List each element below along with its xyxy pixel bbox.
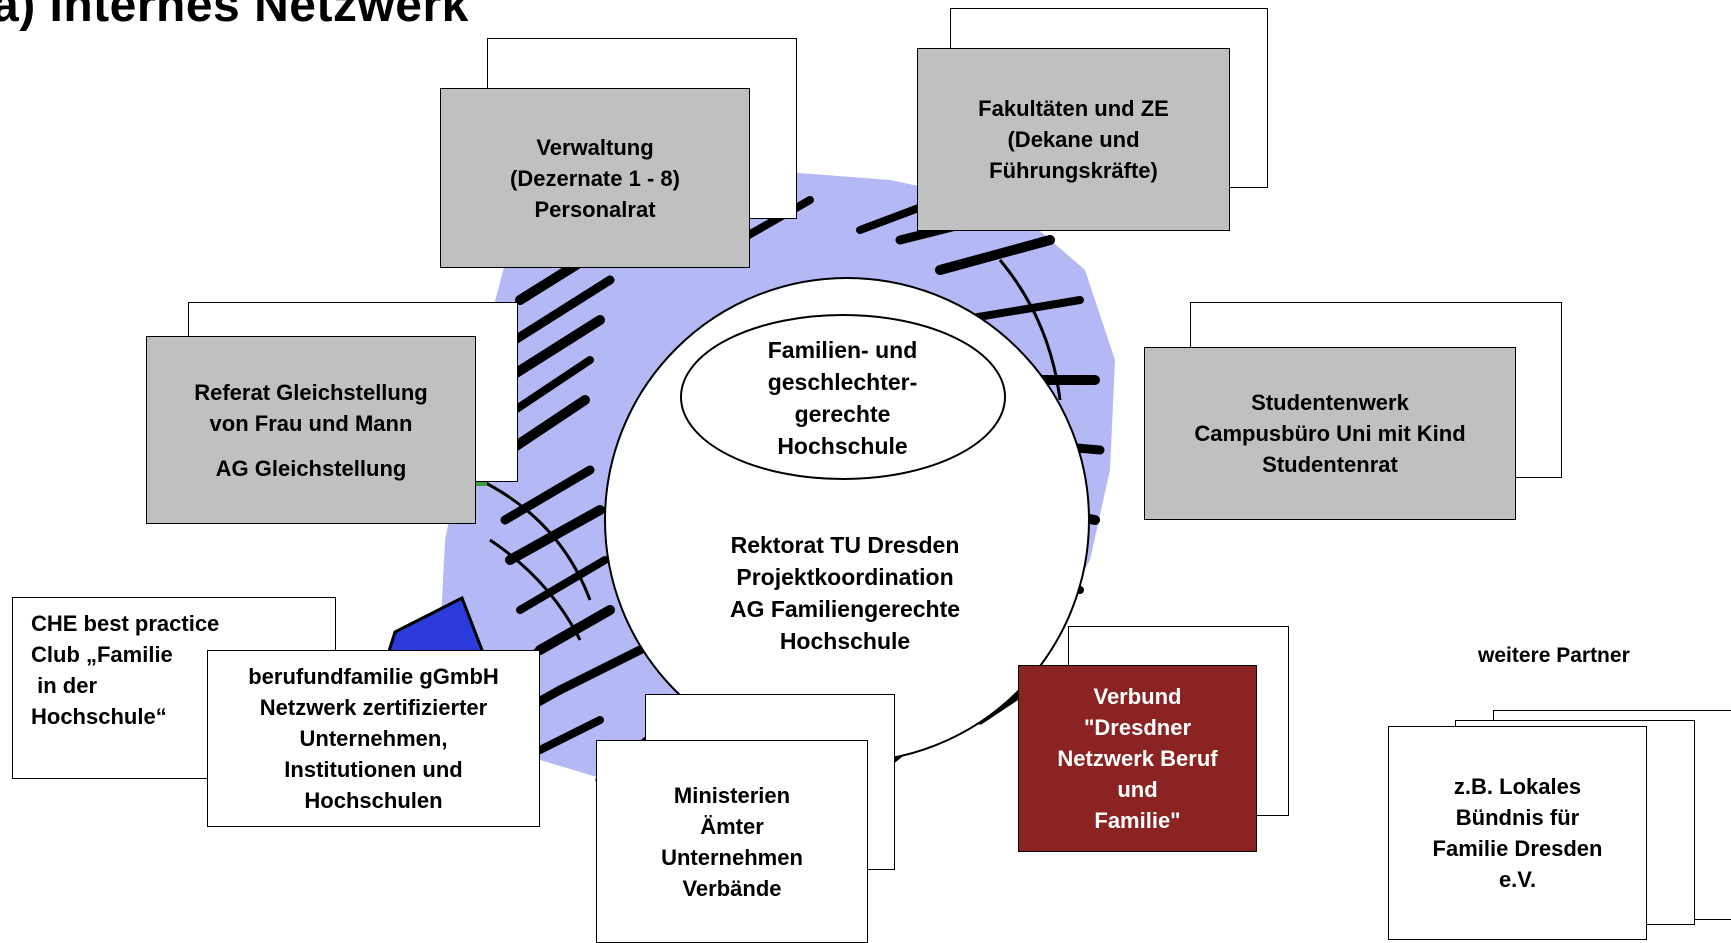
verbund-line: Familie" [1094, 808, 1181, 833]
che-line: in der [31, 673, 98, 698]
center-ellipse-label: Familien- und geschlechter- gerechte Hoc… [690, 330, 995, 465]
referat-box: Referat Gleichstellung von Frau und Mann… [146, 336, 476, 524]
che-line: CHE best practice [31, 611, 220, 636]
weitere-partner-label: weitere Partner [1478, 644, 1630, 667]
ministerien-line: Verbände [682, 875, 782, 901]
che-line: Club „Familie [31, 642, 173, 667]
center-ellipse-line: Hochschule [777, 432, 908, 459]
studentenwerk-line: Campusbüro Uni mit Kind [1194, 421, 1466, 446]
center-rektorat-label: Rektorat TU Dresden Projektkoordination … [690, 528, 1000, 658]
verbund-line: "Dresdner [1083, 715, 1192, 740]
lokales-line: z.B. Lokales [1453, 774, 1582, 799]
berufundfamilie-line: Institutionen und [284, 757, 463, 782]
referat-line: von Frau und Mann [209, 410, 413, 436]
studentenwerk-line: Studentenwerk [1251, 390, 1409, 415]
fakultaeten-line: Führungskräfte) [989, 158, 1158, 183]
rektorat-line: Rektorat TU Dresden [730, 532, 960, 558]
studentenwerk-box: Studentenwerk Campusbüro Uni mit Kind St… [1144, 347, 1516, 520]
verbund-line: und [1117, 777, 1158, 802]
berufundfamilie-line: berufundfamilie gGmbH [248, 664, 499, 689]
referat-line: Referat Gleichstellung [194, 379, 428, 405]
fakultaeten-line: Fakultäten und ZE [978, 96, 1169, 121]
lokales-line: Bündnis für [1455, 805, 1580, 830]
center-ellipse-line: gerechte [794, 400, 891, 427]
ministerien-box: Ministerien Ämter Unternehmen Verbände [596, 740, 868, 943]
verwaltung-line: (Dezernate 1 - 8) [510, 165, 680, 191]
lokales-line: e.V. [1498, 867, 1537, 892]
fakultaeten-line: (Dekane und [1007, 127, 1140, 152]
berufundfamilie-line: Hochschulen [304, 788, 443, 813]
ministerien-line: Unternehmen [661, 844, 803, 870]
center-ellipse-line: Familien- und [767, 336, 918, 363]
referat-line: AG Gleichstellung [215, 455, 407, 481]
verbund-line: Netzwerk Beruf [1057, 746, 1218, 771]
verwaltung-line: Verwaltung [536, 134, 654, 160]
verbund-box: Verbund "Dresdner Netzwerk Beruf und Fam… [1018, 665, 1257, 852]
lokales-box: z.B. Lokales Bündnis für Familie Dresden… [1388, 726, 1647, 940]
lokales-line: Familie Dresden [1432, 836, 1603, 861]
page-title: a) Internes Netzwerk [0, 0, 469, 32]
che-line: Hochschule“ [31, 704, 167, 729]
verwaltung-line: Personalrat [534, 196, 656, 222]
ministerien-line: Ämter [700, 813, 764, 839]
berufundfamilie-line: Netzwerk zertifizierter [259, 695, 488, 720]
rektorat-line: AG Familiengerechte [729, 596, 961, 622]
center-ellipse-line: geschlechter- [767, 368, 918, 395]
berufundfamilie-line: Unternehmen, [299, 726, 448, 751]
rektorat-line: Projektkoordination [736, 564, 954, 590]
ministerien-line: Ministerien [673, 782, 791, 808]
berufundfamilie-box: berufundfamilie gGmbH Netzwerk zertifizi… [207, 650, 540, 827]
rektorat-line: Hochschule [779, 628, 911, 654]
studentenwerk-line: Studentenrat [1262, 452, 1398, 477]
fakultaeten-box: Fakultäten und ZE (Dekane und Führungskr… [917, 48, 1230, 231]
verbund-line: Verbund [1093, 684, 1182, 709]
verwaltung-box: Verwaltung (Dezernate 1 - 8) Personalrat [440, 88, 750, 268]
